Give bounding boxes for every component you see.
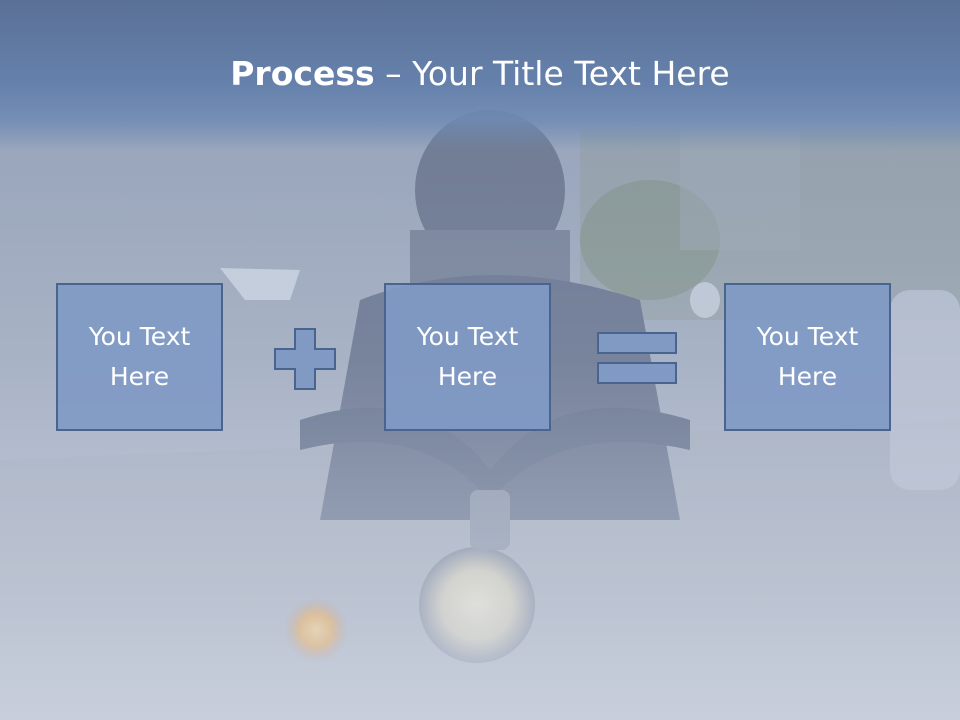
process-box-1[interactable]: You Text Here — [56, 283, 223, 431]
process-box-1-text: You Text Here — [88, 322, 191, 391]
process-box-2-text: You Text Here — [416, 322, 519, 391]
process-box-2[interactable]: You Text Here — [384, 283, 551, 431]
slide-title[interactable]: Process – Your Title Text Here — [0, 52, 960, 96]
process-box-3[interactable]: You Text Here — [724, 283, 891, 431]
plus-icon — [274, 328, 336, 390]
title-rest: – Your Title Text Here — [374, 54, 730, 93]
title-band — [0, 0, 960, 150]
title-bold: Process — [230, 54, 375, 93]
equals-icon — [597, 332, 677, 384]
process-box-3-text: You Text Here — [756, 322, 859, 391]
